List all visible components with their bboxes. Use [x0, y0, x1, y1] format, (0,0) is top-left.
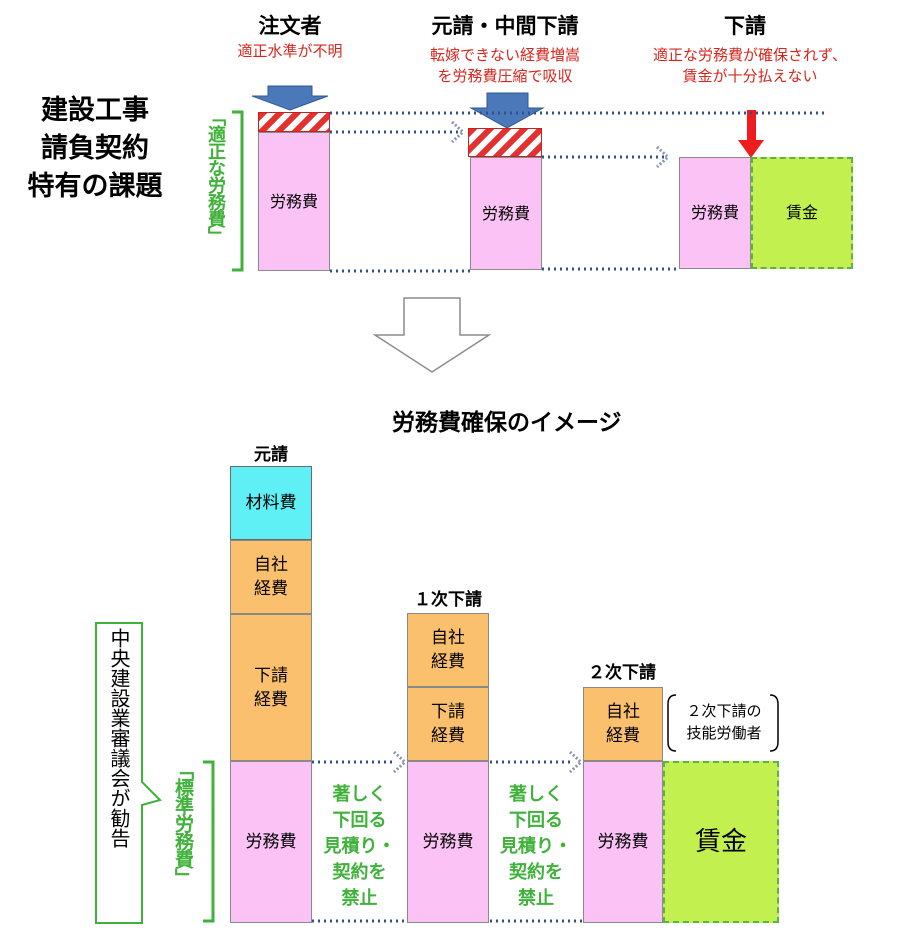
- worker-label: ２次下請の 技能労働者: [686, 702, 762, 742]
- own-expense-label: 自社 経費: [431, 628, 465, 672]
- labor-cost-block-prime: 労務費: [230, 761, 312, 923]
- note-line: 適正水準が不明: [237, 42, 343, 60]
- labor-cost-bar-client: 労務費: [258, 132, 330, 271]
- sub-expense-label: 下請 経費: [431, 702, 465, 746]
- worker-bracket: [769, 694, 779, 752]
- labor-cost-bar-sub: 労務費: [679, 157, 751, 269]
- sub-expense-label: 下請 経費: [254, 665, 288, 710]
- down-arrow-icon: [469, 92, 545, 129]
- sub-expense-block: 下請 経費: [407, 687, 489, 761]
- side-title-line: 請負契約: [41, 133, 149, 164]
- column-note-client: 適正水準が不明: [200, 41, 380, 62]
- standard-labor-cost-label: 「標準労務費」: [172, 760, 194, 886]
- compressed-portion: [258, 112, 330, 132]
- own-expense-label: 自社 経費: [254, 555, 288, 599]
- callout-bubble: [95, 622, 162, 924]
- compressed-portion: [468, 128, 542, 157]
- council-note: 中央建設業審議会が勧告: [107, 628, 131, 848]
- column-header-second-sub: ２次下請: [588, 663, 656, 683]
- labor-cost-bar-prime: 労務費: [470, 157, 542, 270]
- wage-bar-top: 賃金: [751, 157, 853, 269]
- column-header-first-sub: １次下請: [414, 590, 482, 610]
- chevron-right-icon: [450, 120, 466, 144]
- labor-cost-block-second-sub: 労務費: [583, 761, 663, 923]
- column-header-prime-bottom: 元請: [254, 445, 288, 465]
- note-line: 適正な労務費が確保されず、: [653, 46, 847, 64]
- side-title: 建設工事 請負契約 特有の課題: [4, 92, 186, 206]
- red-down-arrow-icon: [738, 110, 764, 158]
- chevron-right-icon: [392, 750, 408, 774]
- column-note-prime: 転嫁できない経費増嵩 を労務費圧縮で吸収: [390, 45, 620, 87]
- appropriate-labor-cost-label: 「適正な労務費」: [205, 108, 226, 244]
- bracket-line: [232, 110, 244, 272]
- note-line: 賃金が十分払えない: [682, 67, 818, 85]
- chevron-right-icon: [655, 145, 671, 169]
- prohibit-note-1: 著しく 下回る 見積り・ 契約を 禁止: [323, 784, 396, 909]
- labor-cost-block-first-sub: 労務費: [407, 761, 489, 923]
- column-note-sub: 適正な労務費が確保されず、 賃金が十分払えない: [630, 45, 870, 87]
- worker-bracket: [667, 694, 677, 752]
- prohibit-note-2: 著しく 下回る 見積り・ 契約を 禁止: [500, 784, 572, 909]
- section-title: 労務費確保のイメージ: [392, 410, 622, 436]
- own-expense-block: 自社 経費: [230, 540, 312, 614]
- down-arrow-icon: [251, 85, 329, 111]
- sub-expense-block: 下請 経費: [230, 614, 312, 761]
- column-header-client: 注文者: [258, 14, 322, 38]
- side-title-line: 特有の課題: [27, 171, 163, 202]
- bracket-line: [203, 760, 215, 923]
- materials-cost-block: 材料費: [230, 466, 312, 540]
- column-header-prime: 元請・中間下請: [431, 14, 579, 38]
- note-line: を労務費圧縮で吸収: [437, 67, 573, 85]
- own-expense-block: 自社 経費: [583, 687, 663, 761]
- transition-arrow-icon: [372, 297, 492, 373]
- side-title-line: 建設工事: [41, 95, 149, 126]
- own-expense-block: 自社 経費: [407, 613, 489, 687]
- note-line: 転嫁できない経費増嵩: [429, 46, 580, 64]
- chevron-right-icon: [568, 750, 584, 774]
- wage-block-bottom: 賃金: [663, 761, 779, 923]
- own-expense-label: 自社 経費: [606, 702, 640, 746]
- column-header-sub: 下請: [724, 14, 766, 38]
